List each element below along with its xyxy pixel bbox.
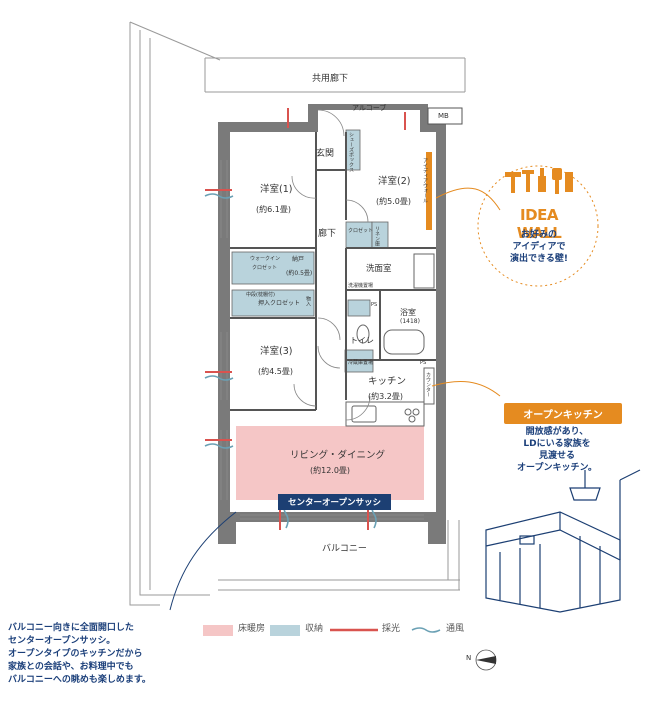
ld-label: リビング・ダイニング (290, 450, 386, 461)
bath-size: (1418) (400, 318, 420, 325)
wic-label-1: ウォークイン (250, 256, 281, 262)
sash-note: バルコニー向きに全面開口した センターオープンサッシ。 オープンタイプのキッチン… (8, 622, 151, 687)
inner-storage-label: 物入 (305, 296, 311, 306)
toilet-fixture (356, 324, 370, 344)
sash-note-line: 家族との会話や、お料理中でも (8, 662, 134, 673)
legend-floor-heating: 床暖房 (238, 624, 266, 634)
washer-label: 洗濯機置場 (348, 283, 374, 289)
daylight-arrows (205, 108, 406, 530)
room2-label: 洋室(2) (378, 176, 411, 187)
legend-ventilation: 通風 (446, 624, 465, 634)
kitchen-counter (345, 367, 435, 427)
sash-note-line: バルコニー向きに全面開口した (8, 623, 134, 633)
interior-walls (230, 132, 436, 411)
building-outline (129, 21, 466, 606)
compass-icon (475, 649, 497, 671)
oshiire-top-label: 中段(枕棚付) (246, 292, 275, 298)
windows (220, 160, 424, 520)
linen-label: リネン庫 (374, 226, 380, 246)
legend-graphics (203, 625, 441, 636)
storage-size: (約0.5畳) (286, 270, 313, 277)
idea-wall-text: お好みの アイディアで 演出できる壁! (496, 229, 582, 265)
counter-label: カウンター (425, 372, 431, 397)
legend-daylight: 採光 (382, 624, 401, 634)
toilet-label: トイレ (350, 336, 374, 345)
entrance-label: 玄関 (316, 149, 335, 159)
fridge-label: 冷蔵庫置場 (348, 360, 374, 366)
idea-wall-small-label: アイディアウォール (422, 158, 428, 203)
storage-areas (231, 129, 389, 373)
room3-label: 洋室(3) (260, 346, 293, 357)
kitchen-label: キッチン (368, 376, 407, 387)
closet-label: クロゼット (348, 228, 374, 234)
room1-label: 洋室(1) (260, 184, 293, 195)
idea-wall-line: お好みの (520, 230, 557, 240)
open-kitchen-line: LDにいる家族を (523, 439, 591, 450)
ps-label-2: PS (420, 360, 427, 366)
room1-size: (約6.1畳) (256, 205, 291, 214)
balcony-label: バルコニー (322, 544, 367, 554)
room2-size: (約5.0畳) (376, 197, 411, 206)
mb-label: MB (438, 112, 449, 120)
sash-note-line: センターオープンサッシ。 (8, 636, 116, 647)
center-open-sash-label: センターオープンサッシ (278, 494, 391, 510)
ld-size: (約12.0畳) (310, 466, 351, 475)
mb-box (427, 107, 463, 125)
sash-note-line: オープンタイプのキッチンだから (8, 649, 143, 660)
wic-label-2: クロゼット (252, 265, 278, 271)
ps-label-1: PS (371, 302, 378, 308)
floor-heating-area (236, 426, 424, 500)
legend-storage: 収納 (305, 624, 324, 634)
alcove-label: アルコーブ (352, 104, 387, 112)
bathtub (383, 329, 425, 355)
washroom-label: 洗面室 (366, 264, 392, 274)
oshiire-label: 押入クロゼット (258, 300, 301, 307)
shoes-box-label: シューズボックス (348, 132, 354, 172)
open-kitchen-line: 開放感があり、 (525, 427, 589, 437)
ventilation-arrows (204, 193, 377, 529)
kitchen-size: (約3.2畳) (368, 392, 403, 401)
open-kitchen-text: 開放感があり、 LDにいる家族を 見渡せる オープンキッチン。 (502, 426, 612, 475)
storage-label: 納戸 (292, 256, 305, 263)
open-kitchen-line: オープンキッチン。 (517, 463, 597, 474)
kitchen-illustration (485, 469, 641, 613)
hall-label: 廊下 (318, 229, 337, 239)
open-kitchen-line: 見渡せる (538, 451, 575, 462)
room3-size: (約4.5畳) (258, 367, 293, 376)
idea-wall-line: 演出できる壁! (510, 254, 568, 265)
callout-arrows (169, 187, 501, 611)
door-swings (291, 109, 371, 421)
compass-label: N (466, 654, 472, 662)
idea-wall-line: アイディアで (512, 242, 566, 253)
idea-wall-accent (426, 152, 432, 230)
idea-wall-title: IDEA WALL (516, 206, 562, 242)
bath-label: 浴室 (400, 308, 416, 317)
open-kitchen-title: オープンキッチン (504, 403, 622, 424)
sash-note-line: バルコニーへの眺めも楽しめます。 (8, 675, 151, 686)
tools-icon (505, 168, 573, 194)
corridor-label: 共用廊下 (312, 74, 349, 84)
idea-wall-circle (477, 165, 599, 287)
washbasin (413, 253, 435, 289)
